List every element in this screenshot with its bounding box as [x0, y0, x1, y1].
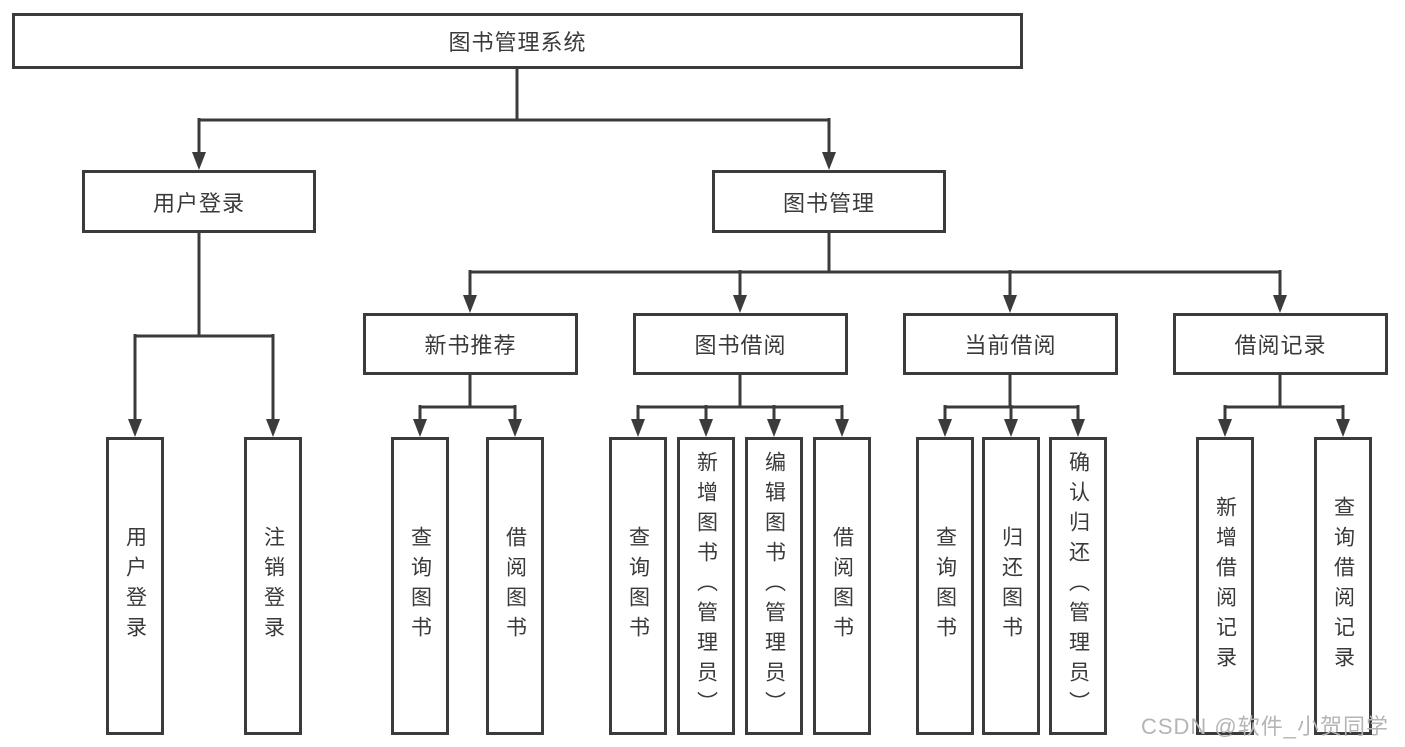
node-edit-books-admin: 编辑图书（管理员）	[745, 437, 803, 735]
node-return-books: 归还图书	[982, 437, 1040, 735]
node-query-books-newbook: 查询图书	[391, 437, 449, 735]
node-label: 新增图书（管理员）	[694, 451, 718, 721]
node-add-borrow-record: 新增借阅记录	[1196, 437, 1254, 735]
node-label: 当前借阅	[964, 333, 1057, 358]
node-label: 新书推荐	[424, 333, 517, 358]
node-label: 借阅图书	[503, 526, 527, 646]
node-book-management-branch: 图书管理	[712, 170, 946, 233]
node-user-login-branch: 用户登录	[82, 170, 316, 233]
node-label: 编辑图书（管理员）	[762, 451, 786, 721]
node-label: 归还图书	[999, 526, 1023, 646]
node-label: 查询图书	[933, 526, 957, 646]
node-label: 借阅记录	[1234, 333, 1327, 358]
node-borrow-books-newbook: 借阅图书	[486, 437, 544, 735]
node-add-books-admin: 新增图书（管理员）	[677, 437, 735, 735]
node-label: 注销登录	[261, 526, 285, 646]
node-label: 图书管理	[782, 190, 875, 216]
node-borrow-books-borrow: 借阅图书	[813, 437, 871, 735]
node-label: 用户登录	[123, 526, 147, 646]
node-library-management-system: 图书管理系统	[12, 13, 1023, 69]
node-current-borrowing: 当前借阅	[903, 313, 1118, 375]
node-confirm-return-admin: 确认归还（管理员）	[1049, 437, 1107, 735]
node-label: 查询图书	[408, 526, 432, 646]
node-label: 图书管理系统	[448, 30, 587, 55]
node-label: 新增借阅记录	[1213, 496, 1237, 676]
node-query-books-borrow: 查询图书	[609, 437, 667, 735]
node-query-borrow-record: 查询借阅记录	[1314, 437, 1372, 735]
node-book-borrowing: 图书借阅	[633, 313, 848, 375]
node-query-books-current: 查询图书	[916, 437, 974, 735]
node-user-login: 用户登录	[106, 437, 164, 735]
node-label: 确认归还（管理员）	[1066, 451, 1090, 721]
arrowheads	[128, 152, 1350, 437]
node-label: 借阅图书	[830, 526, 854, 646]
node-new-book-recommend: 新书推荐	[363, 313, 578, 375]
node-label: 用户登录	[152, 190, 245, 216]
node-label: 图书借阅	[694, 333, 787, 358]
node-logout-login: 注销登录	[244, 437, 302, 735]
csdn-watermark: CSDN @软件_小贺同学	[1140, 714, 1389, 739]
node-label: 查询借阅记录	[1331, 496, 1355, 676]
node-borrowing-records: 借阅记录	[1173, 313, 1388, 375]
node-label: 查询图书	[626, 526, 650, 646]
